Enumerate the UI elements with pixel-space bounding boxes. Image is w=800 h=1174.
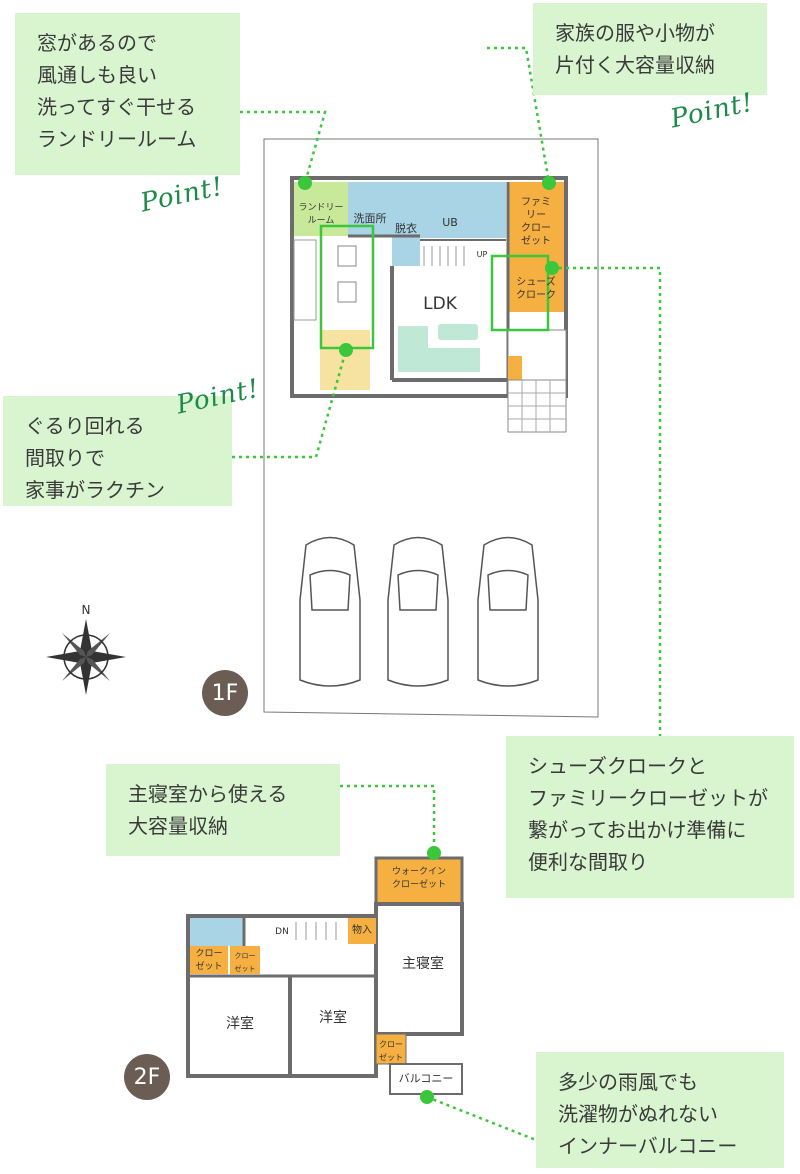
room-label-ub: UB <box>442 216 458 229</box>
second-floor-plan <box>186 856 464 1095</box>
room-label-closet-a: クロー ゼット <box>195 949 223 972</box>
callout-connectors <box>232 46 662 1142</box>
first-floor-plan <box>290 176 568 433</box>
callout-shoe-cloak: シューズクロークと ファミリークローゼットが 繋がってお出かけ準備に 便利な間取… <box>506 736 794 898</box>
room-label-western-1: 洋室 <box>226 1016 254 1032</box>
callout-family-closet: 家族の服や小物が 片付く大容量収納 <box>533 3 767 95</box>
callout-loop-layout: ぐるり回れる 間取りで 家事がラクチン <box>3 396 232 506</box>
room-label-family-closet: ファミ リー クロー ゼット <box>521 197 551 247</box>
stair-label-dn: DN <box>275 927 289 937</box>
room-label-balcony: バルコニー <box>398 1072 454 1085</box>
room-label-washroom: 洗面所 <box>353 212 387 225</box>
callout-laundry: 窓があるので 風通しも良い 洗ってすぐ干せる ランドリールーム <box>15 13 240 175</box>
room-label-shoe-cloak: シューズ クローク <box>516 277 556 301</box>
room-label-walkin: ウォークイン クローゼット <box>391 867 446 890</box>
washroom <box>348 182 392 236</box>
dining-table <box>320 330 370 390</box>
family-closet <box>508 182 564 266</box>
room-label-western-2: 洋室 <box>319 1010 347 1026</box>
coffee-table <box>438 324 478 340</box>
compass-rose-icon <box>46 619 126 695</box>
sofa-a <box>398 326 428 372</box>
callout-balcony: 多少の雨風でも 洗濯物がぬれない インナーバルコニー <box>536 1052 784 1168</box>
room-label-ldk: LDK <box>423 294 457 314</box>
floor-badge-2f: 2F <box>124 1054 170 1100</box>
callout-master-storage: 主寝室から使える 大容量収納 <box>106 764 340 856</box>
parked-cars <box>299 536 539 687</box>
bath-ub <box>420 182 480 238</box>
room-label-closet-c: クロー ゼット <box>379 1040 403 1062</box>
toilet <box>480 182 506 238</box>
connector-dots <box>298 176 559 1104</box>
room-label-laundry: ランドリー ルーム <box>298 203 344 226</box>
dressing-room <box>392 182 420 266</box>
floor-badge-1f: 1F <box>202 670 248 716</box>
compass-north-label: N <box>81 603 91 617</box>
sofa-b <box>426 348 480 372</box>
room-label-dressing: 脱衣 <box>395 222 417 235</box>
room-label-master: 主寝室 <box>402 956 444 972</box>
room-label-closet-b: クロー ゼット <box>234 952 256 973</box>
stair-label-up: UP <box>476 250 488 259</box>
room-label-storage: 物入 <box>352 925 372 936</box>
